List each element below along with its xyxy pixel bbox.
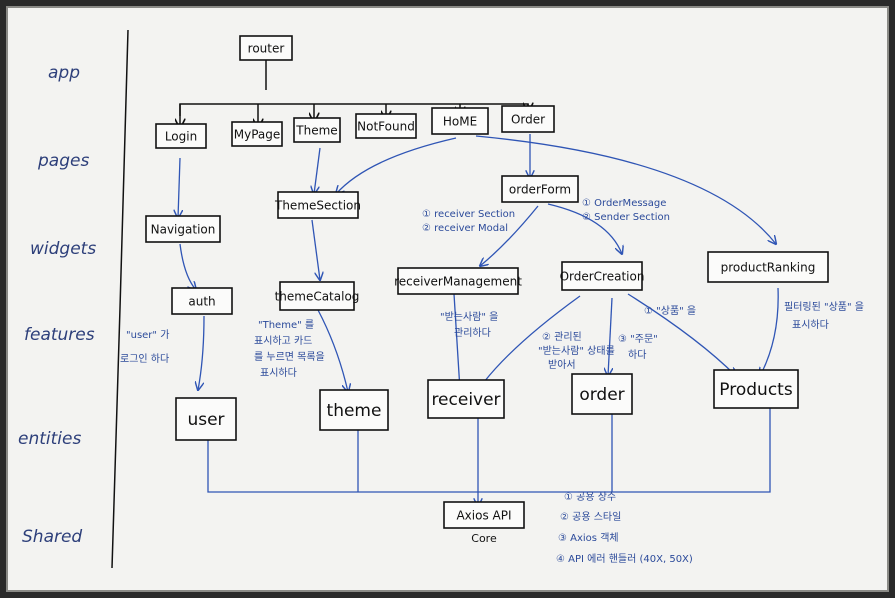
- node-productranking-widget: productRanking: [707, 251, 829, 283]
- layer-app: app: [48, 63, 80, 83]
- shared-note-2: ② 공용 스타일: [560, 511, 621, 523]
- creation-note-2-1: ③ "주문": [618, 333, 658, 345]
- core-label: Core: [471, 532, 497, 545]
- node-receiver-entity: receiver: [427, 379, 505, 419]
- node-user-entity: user: [175, 397, 237, 441]
- creation-note-2-2: 하다: [628, 348, 646, 361]
- svg-text:productRanking: productRanking: [721, 261, 816, 275]
- theme-note-3: 를 누르면 목록을: [254, 351, 325, 363]
- node-router: router: [239, 35, 293, 61]
- orderform-note-right-2: ② Sender Section: [582, 212, 670, 223]
- auth-note-2: 로그인 하다: [120, 352, 169, 365]
- node-order-page: Order: [501, 105, 555, 133]
- orderform-note-left-1: ① receiver Section: [422, 209, 515, 220]
- svg-text:receiverManagement: receiverManagement: [394, 275, 522, 289]
- layer-features: features: [24, 325, 95, 345]
- creation-note-3: ① "상품" 을: [644, 305, 696, 317]
- layer-divider: [111, 29, 129, 569]
- node-notfound-page: NotFound: [355, 113, 417, 139]
- svg-text:user: user: [187, 410, 224, 430]
- svg-text:Theme: Theme: [295, 124, 337, 138]
- svg-text:order: order: [579, 385, 624, 405]
- svg-text:Login: Login: [165, 130, 197, 144]
- creation-note-1-2: "받는사람" 상태를: [538, 344, 615, 357]
- layer-shared: Shared: [22, 527, 82, 547]
- svg-text:auth: auth: [188, 295, 215, 309]
- receiver-note-2: 관리하다: [454, 326, 491, 339]
- ranking-note-1: 필터링된 "상품" 을: [784, 301, 864, 313]
- node-ordercreation-widget: OrderCreation: [560, 261, 645, 291]
- node-themecatalog-feature: themeCatalog: [275, 281, 360, 311]
- node-receivermanagement-widget: receiverManagement: [394, 267, 522, 295]
- node-auth-feature: auth: [171, 287, 233, 315]
- svg-text:Axios API: Axios API: [456, 509, 511, 523]
- svg-text:Navigation: Navigation: [151, 223, 216, 237]
- svg-text:ThemeSection: ThemeSection: [274, 199, 361, 213]
- node-order-entity: order: [571, 373, 633, 415]
- node-theme-page: Theme: [293, 117, 341, 143]
- svg-text:NotFound: NotFound: [357, 120, 415, 134]
- node-login-page: Login: [155, 123, 207, 149]
- creation-note-1-1: ② 관리된: [542, 331, 582, 343]
- theme-note-1: "Theme" 를: [258, 319, 314, 331]
- node-products-entity: Products: [713, 369, 799, 409]
- layer-pages: pages: [37, 151, 89, 171]
- node-themesection-widget: ThemeSection: [274, 191, 361, 219]
- theme-note-4: 표시하다: [260, 366, 297, 379]
- ranking-note-2: 표시하다: [792, 318, 829, 331]
- architecture-diagram: app pages widgets features entities Shar…: [18, 29, 864, 569]
- svg-text:orderForm: orderForm: [509, 183, 571, 197]
- layer-widgets: widgets: [30, 239, 96, 259]
- svg-text:Products: Products: [719, 380, 793, 400]
- orderform-note-left-2: ② receiver Modal: [422, 223, 508, 234]
- shared-note-4: ④ API 에러 핸들러 (40X, 50X): [556, 553, 693, 565]
- theme-note-2: 표시하고 카드: [254, 334, 312, 347]
- whiteboard: app pages widgets features entities Shar…: [6, 6, 889, 592]
- svg-text:receiver: receiver: [431, 390, 500, 410]
- node-home-page: HoME: [431, 107, 489, 135]
- svg-text:OrderCreation: OrderCreation: [560, 270, 645, 284]
- node-navigation-widget: Navigation: [145, 215, 221, 243]
- svg-text:theme: theme: [327, 401, 382, 421]
- shared-note-1: ① 공용 상수: [564, 491, 616, 503]
- svg-text:router: router: [248, 42, 285, 56]
- node-orderform-widget: orderForm: [501, 175, 579, 203]
- auth-note-1: "user" 가: [126, 329, 169, 341]
- node-axios-api-shared: Axios API: [443, 501, 525, 529]
- layer-entities: entities: [18, 429, 81, 449]
- orderform-note-right-1: ① OrderMessage: [582, 198, 666, 209]
- creation-note-1-3: 받아서: [548, 359, 576, 371]
- svg-text:Order: Order: [511, 113, 545, 127]
- receiver-note-1: "받는사람" 을: [440, 310, 498, 323]
- shared-note-3: ③ Axios 객체: [558, 532, 619, 544]
- node-theme-entity: theme: [319, 389, 389, 431]
- node-mypage-page: MyPage: [231, 121, 283, 147]
- svg-text:themeCatalog: themeCatalog: [275, 290, 360, 304]
- svg-text:HoME: HoME: [443, 115, 477, 129]
- svg-text:MyPage: MyPage: [234, 128, 281, 142]
